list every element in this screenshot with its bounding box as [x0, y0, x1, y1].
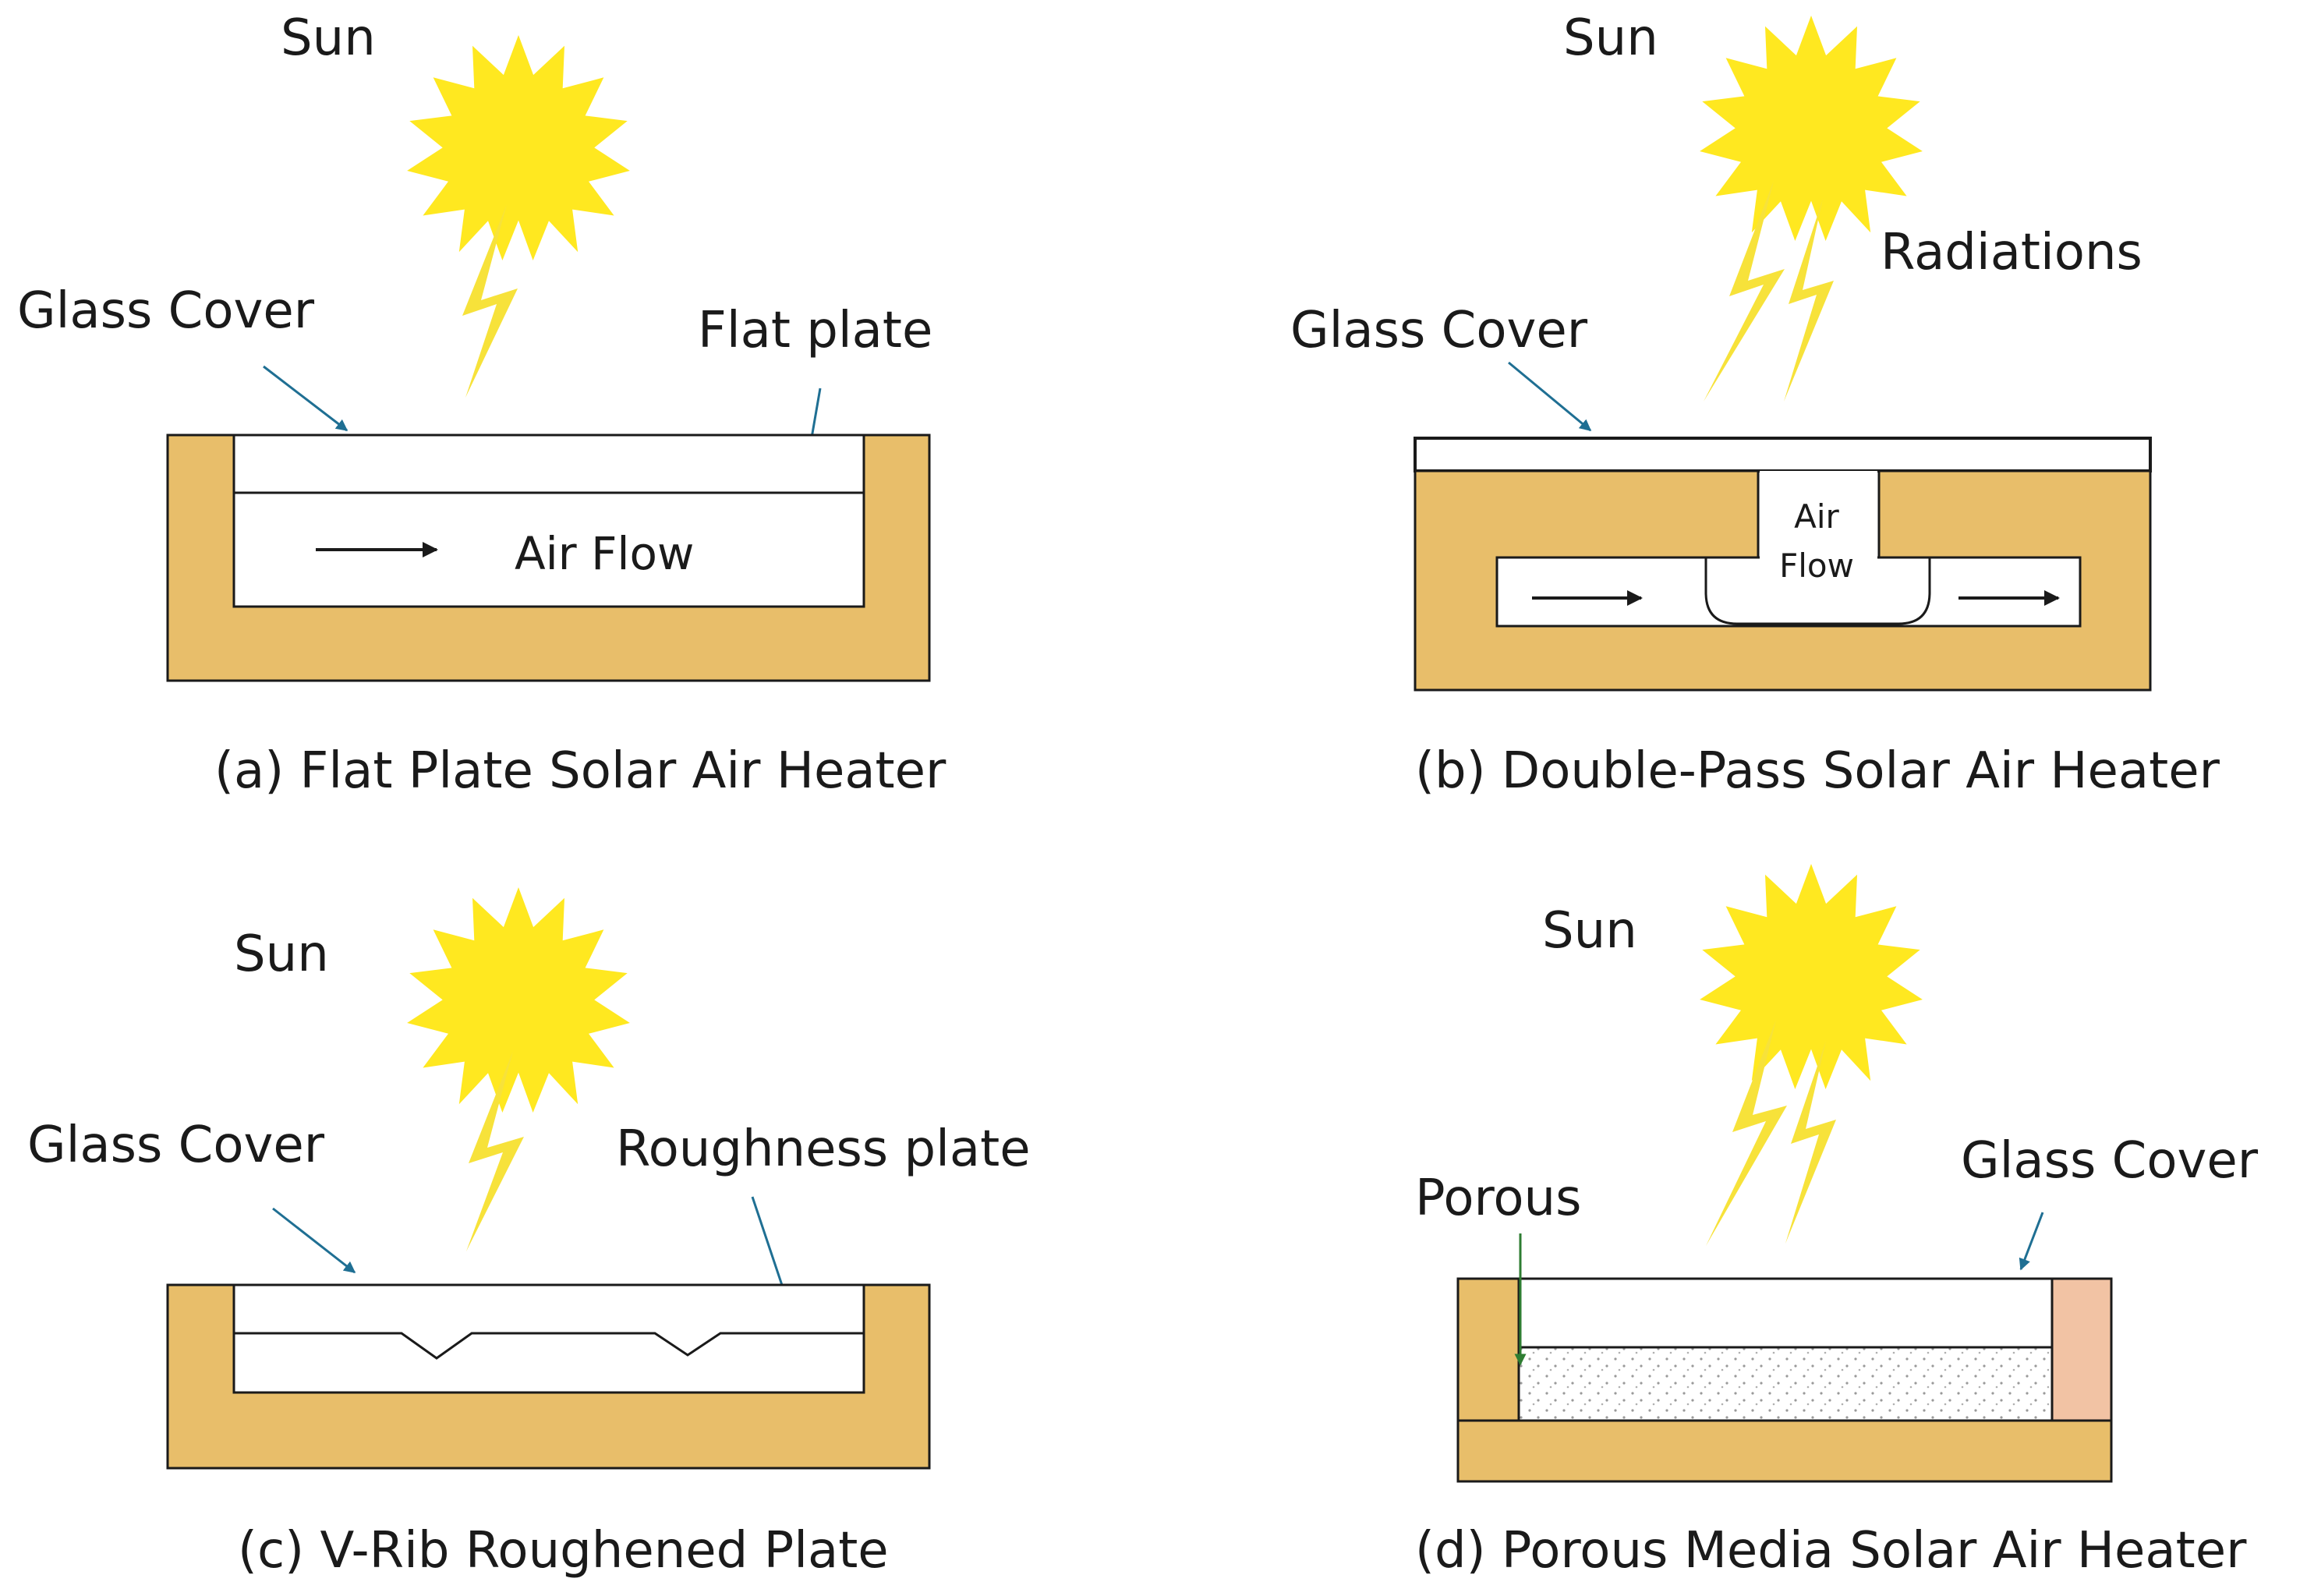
sun-icon [1700, 16, 1923, 241]
arrow-icon [272, 1207, 356, 1274]
sun-icon [407, 887, 630, 1113]
arrow-icon [2019, 1212, 2044, 1271]
caption-c: (c) V-Rib Roughened Plate [238, 1522, 889, 1580]
air-flow-label: Air Flow [515, 527, 694, 580]
caption-b: (b) Double-Pass Solar Air Heater [1415, 742, 2220, 800]
insulation-left-wall [1456, 1277, 1520, 1422]
lower-air-channel [1495, 556, 2082, 628]
panel-a: Sun Glass Cover Flat plate Air Flow (a) … [17, 9, 947, 800]
sun-icon [407, 35, 630, 260]
roughness-plate-label: Roughness plate [616, 1120, 1031, 1178]
arrow-icon [1508, 361, 1592, 432]
air-channel [232, 1283, 865, 1394]
porous-label: Porous [1415, 1170, 1581, 1227]
caption-d: (d) Porous Media Solar Air Heater [1415, 1522, 2247, 1580]
glass-cover-label: Glass Cover [27, 1116, 325, 1174]
sun-label: Sun [1542, 902, 1637, 960]
panel-d: Sun Porous Glass Cover (d) Porous Media … [1415, 864, 2259, 1580]
air-channel [232, 434, 865, 608]
air-label: Air [1794, 497, 1839, 536]
glass-cover-label: Glass Cover [17, 282, 315, 340]
glass-cover-label: Glass Cover [1961, 1132, 2259, 1190]
flow-label: Flow [1779, 547, 1854, 585]
caption-a: (a) Flat Plate Solar Air Heater [214, 742, 947, 800]
v-rib-plate [234, 1332, 864, 1360]
lightning-bolt-icon [1784, 199, 1834, 402]
sun-label: Sun [281, 9, 376, 67]
air-inlet [1760, 471, 1877, 559]
sun-label: Sun [1563, 9, 1658, 67]
inlet-joint [1760, 555, 1877, 561]
lightning-bolt-icon [466, 1051, 524, 1251]
sun-icon [1700, 864, 1923, 1089]
sun-label: Sun [234, 925, 329, 983]
insulation-base [1456, 1419, 2113, 1483]
radiations-label: Radiations [1881, 224, 2142, 281]
glass-cover-label: Glass Cover [1290, 302, 1588, 359]
arrow-icon [263, 365, 349, 432]
panel-c: Sun Glass Cover Roughness plate (c) V-Ri… [27, 887, 1031, 1580]
porous-media [1517, 1346, 2054, 1422]
baffle-curve [1704, 557, 1931, 625]
lightning-bolt-icon [1706, 1020, 1787, 1246]
panel-b: Sun Radiations Glass Cover Air Flow (b) … [1290, 9, 2220, 800]
lightning-bolt-icon [1785, 1041, 1836, 1244]
lightning-bolt-icon [1704, 181, 1785, 402]
glass-cover-side [2050, 1277, 2113, 1422]
lightning-bolt-icon [462, 204, 518, 398]
glass-cover [1414, 437, 2152, 472]
flat-plate-label: Flat plate [698, 302, 932, 359]
